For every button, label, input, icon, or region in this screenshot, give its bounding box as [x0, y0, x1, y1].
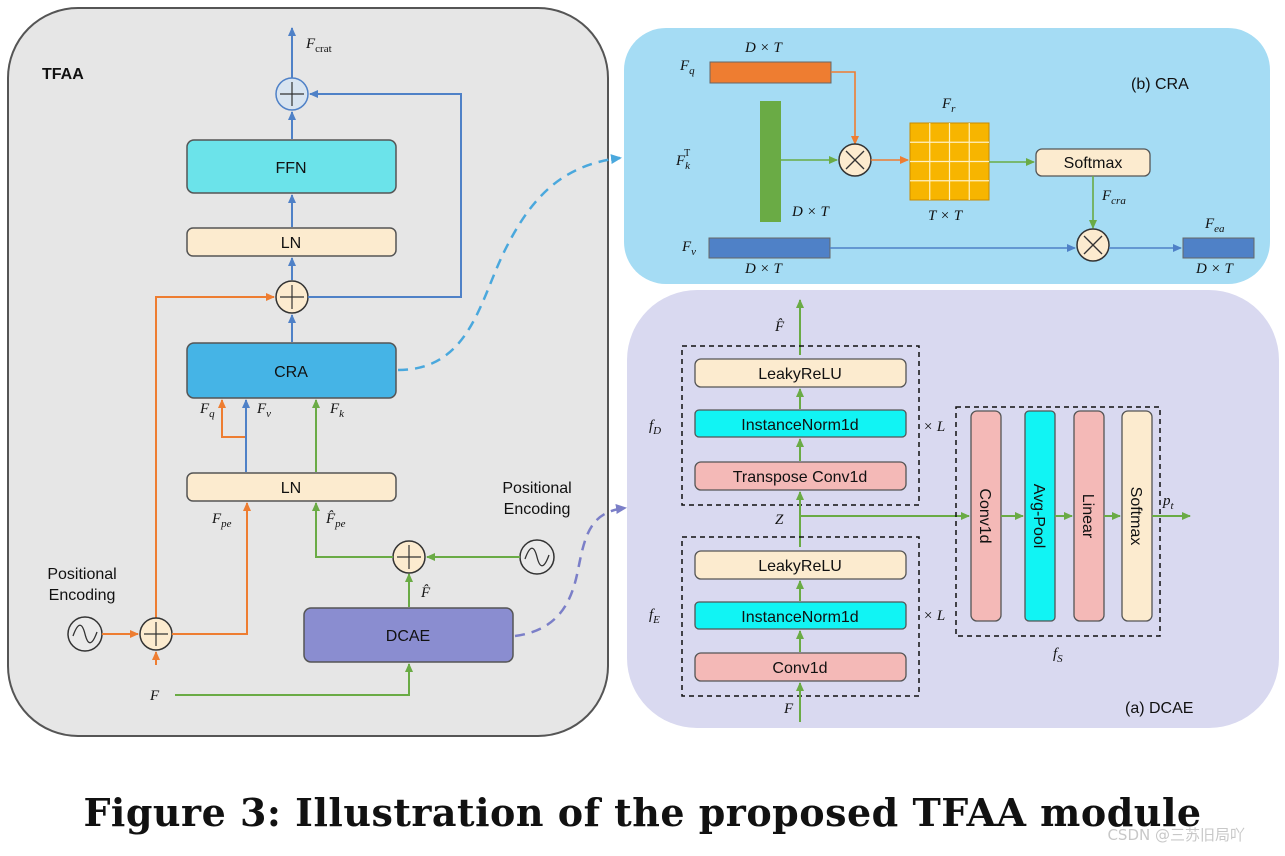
encoder-leakyrelu: [694, 550, 907, 580]
tfaa-panel-title: TFAA: [42, 66, 84, 83]
left-pos-enc-line1: Positional: [47, 566, 116, 583]
fea-dim: D × T: [1195, 261, 1234, 277]
decoder-leakyrelu-label: LeakyReLU: [758, 366, 842, 383]
ln-top-label: LN: [281, 235, 301, 252]
figure-caption: Figure 3: Illustration of the proposed T…: [83, 790, 1202, 835]
fq-bar: [709, 61, 832, 84]
fs-label: fS: [1053, 646, 1063, 665]
classifier-softmax-label: Softmax: [1127, 487, 1144, 546]
middle-sum-node: [275, 280, 309, 314]
dcae-panel-title: (a) DCAE: [1125, 700, 1193, 717]
decoder-times-l: × L: [923, 419, 945, 435]
left-positional-encoding-icon: [67, 616, 103, 652]
multiply-node-2: [1076, 228, 1110, 262]
watermark: CSDN @三苏旧局吖: [1107, 826, 1245, 844]
encoder-conv1d: [694, 652, 907, 682]
left-pos-enc-line2: Encoding: [49, 587, 116, 604]
cra-panel-title: (b) CRA: [1131, 76, 1189, 93]
decoder-leakyrelu: [694, 358, 907, 388]
dcae-label: DCAE: [386, 628, 430, 645]
encoder-times-l: × L: [923, 608, 945, 624]
cra-fk-label: FkT: [675, 148, 691, 172]
top-sum-node: [275, 77, 309, 111]
fr-dim: T × T: [928, 208, 964, 224]
fq-dim: D × T: [744, 40, 783, 56]
encoder-instancenorm: [694, 601, 907, 630]
decoder-transposeconv: [694, 461, 907, 491]
ffn-label: FFN: [275, 160, 306, 177]
fk-dim: D × T: [791, 204, 830, 220]
fv-dim: D × T: [744, 261, 783, 277]
fe-label: fE: [649, 607, 660, 626]
classifier-group: [955, 406, 1161, 637]
fv-bar: [708, 237, 831, 259]
decoder-transposeconv-label: Transpose Conv1d: [733, 469, 868, 486]
f-input-label: F: [149, 688, 160, 704]
ln-bottom-block: [186, 472, 397, 502]
cra-expand-connector: [397, 154, 622, 372]
dcae-in-label: F: [783, 701, 794, 717]
f-hat-label-tfaa: F̂: [420, 585, 431, 601]
classifier-avgpool-label: Avg-Pool: [1030, 484, 1047, 549]
dcae-block: [303, 607, 514, 663]
cra-softmax-label: Softmax: [1064, 155, 1123, 172]
encoder-conv1d-label: Conv1d: [772, 660, 827, 677]
ffn-block: [186, 139, 397, 194]
z-label: Z: [775, 512, 784, 528]
tfaa-diagram: TFAA Fcrat FFN LN CRA LN Fq Fv Fk: [7, 7, 1279, 737]
classifier-conv1d-label: Conv1d: [976, 488, 993, 543]
right-pos-enc-line2: Encoding: [504, 501, 571, 518]
encoder-instancenorm-label: InstanceNorm1d: [741, 609, 858, 626]
fr-matrix: [909, 122, 990, 201]
right-pos-enc-line1: Positional: [502, 480, 571, 497]
right-positional-encoding-icon: [519, 539, 555, 575]
decoder-instancenorm: [694, 409, 907, 438]
encoder-leakyrelu-label: LeakyReLU: [758, 558, 842, 575]
ln-bottom-label: LN: [281, 480, 301, 497]
decoder-instancenorm-label: InstanceNorm1d: [741, 417, 858, 434]
cra-block: [186, 342, 397, 399]
right-sum-node: [392, 540, 426, 574]
fk-bar: [760, 101, 781, 222]
fea-bar: [1182, 237, 1255, 259]
cra-label: CRA: [274, 364, 308, 381]
dcae-expand-connector: [514, 504, 627, 638]
classifier-linear-label: Linear: [1079, 494, 1096, 539]
dcae-out-label: F̂: [774, 319, 785, 335]
multiply-node-1: [838, 143, 872, 177]
left-sum-node: [139, 617, 173, 651]
ln-top-block: [186, 227, 397, 257]
